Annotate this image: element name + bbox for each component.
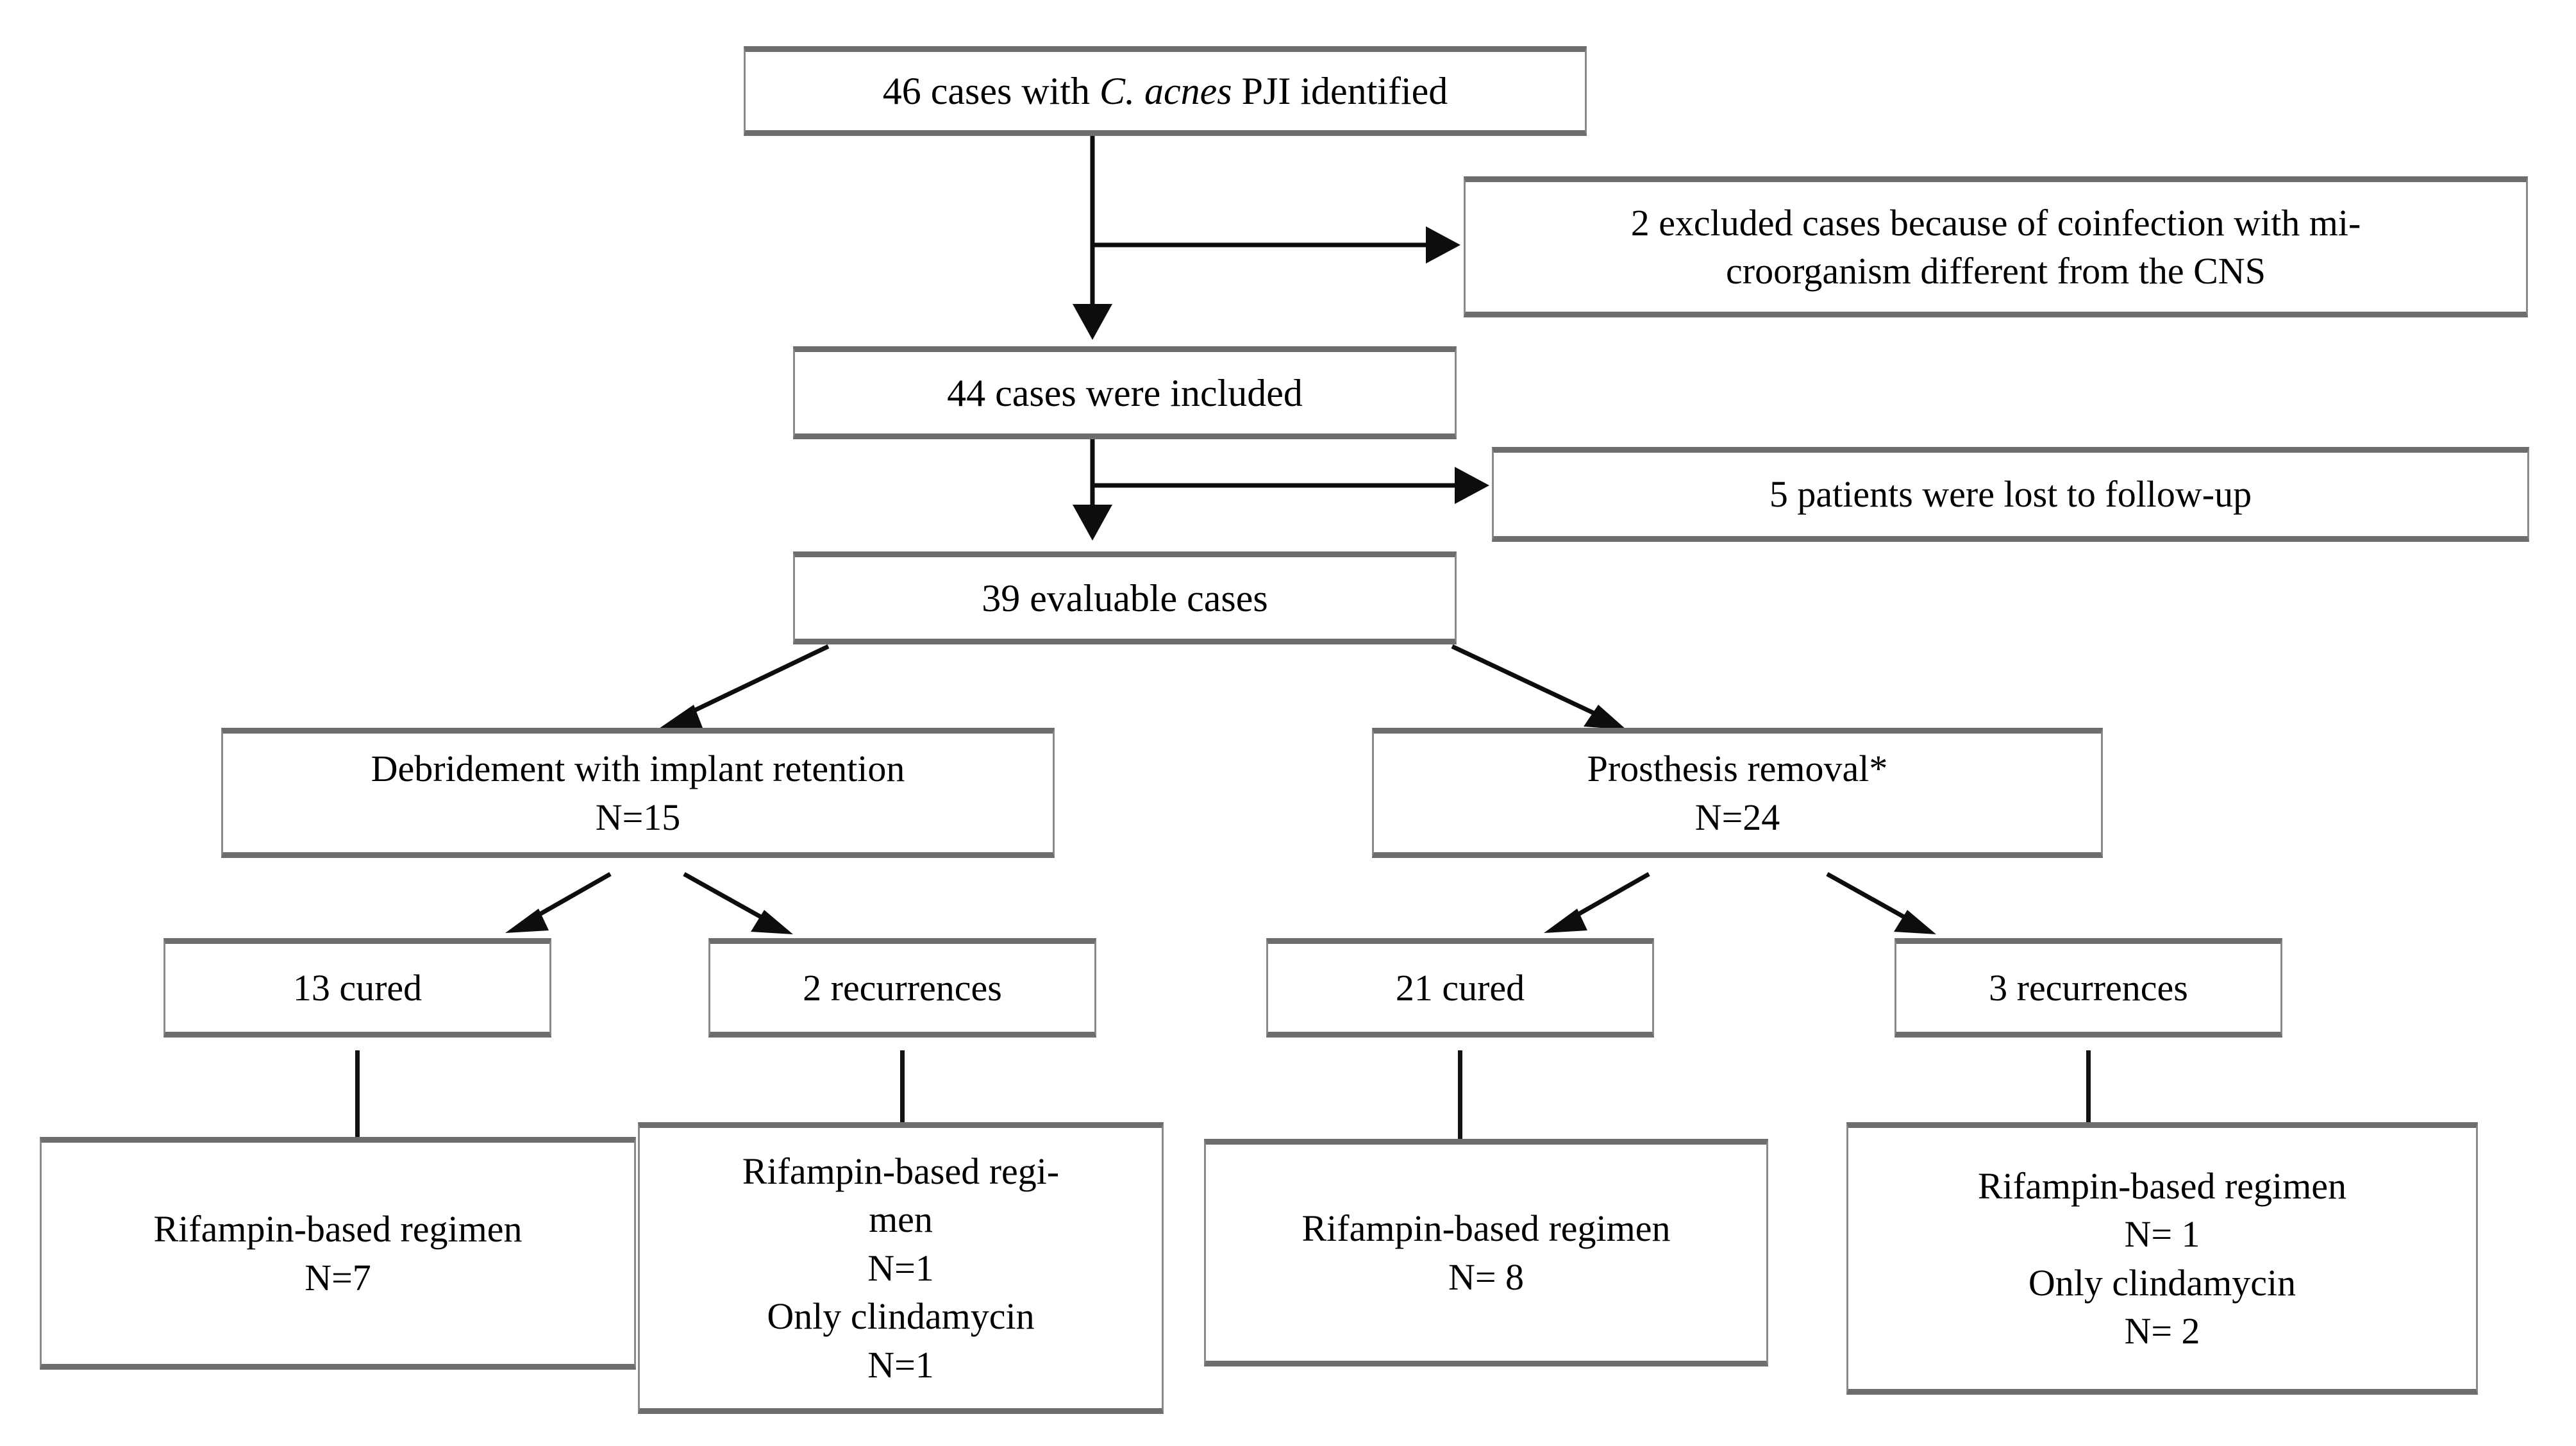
node-recurrences-left: 2 recurrences	[708, 938, 1096, 1038]
node-evaluable: 39 evaluable cases	[793, 551, 1457, 644]
node-prosthesis-removal: Prosthesis removal* N=24	[1372, 728, 2103, 858]
node-lost-followup-label: 5 patients were lost to follow-up	[1769, 473, 2252, 516]
node-included-label: 44 cases were included	[947, 371, 1303, 414]
node-regimen-recurrences-left-label: Rifampin-based regi- men N=1 Only clinda…	[742, 1150, 1060, 1386]
connector-recurrences-left-to-regimen	[900, 1050, 905, 1122]
node-recurrences-left-label: 2 recurrences	[803, 966, 1002, 1009]
node-prosthesis-removal-label: Prosthesis removal* N=24	[1587, 748, 1888, 838]
node-regimen-cured-left: Rifampin-based regimen N=7	[40, 1137, 636, 1370]
node-recurrences-right-label: 3 recurrences	[1989, 966, 2188, 1009]
node-excluded-label: 2 excluded cases because of coinfection …	[1630, 201, 2361, 292]
connector-included-split	[1073, 439, 1489, 541]
node-included: 44 cases were included	[793, 346, 1457, 439]
node-excluded: 2 excluded cases because of coinfection …	[1464, 176, 2528, 317]
connector-evaluable-to-prosthesis-removal	[1451, 644, 1627, 730]
connector-debridement-to-recurrences	[683, 871, 793, 934]
node-cured-right: 21 cured	[1266, 938, 1654, 1038]
connector-removal-to-cured	[1544, 871, 1650, 933]
node-recurrences-right: 3 recurrences	[1894, 938, 2282, 1038]
node-cured-right-label: 21 cured	[1395, 966, 1525, 1009]
node-evaluable-label: 39 evaluable cases	[982, 576, 1268, 619]
node-cured-left-label: 13 cured	[292, 966, 422, 1009]
connector-identified-split	[1073, 136, 1460, 340]
connector-cured-right-to-regimen	[1458, 1050, 1462, 1139]
node-regimen-cured-left-label: Rifampin-based regimen N=7	[153, 1208, 523, 1299]
node-lost-followup: 5 patients were lost to follow-up	[1492, 447, 2529, 542]
connector-recurrences-right-to-regimen	[2086, 1050, 2091, 1122]
node-identified: 46 cases with C. acnes PJI identified	[744, 46, 1587, 136]
connector-removal-to-recurrences	[1826, 871, 1936, 934]
node-regimen-cured-right: Rifampin-based regimen N= 8	[1204, 1139, 1768, 1366]
connector-debridement-to-cured	[505, 871, 612, 933]
node-cured-left: 13 cured	[163, 938, 551, 1038]
node-identified-label: 46 cases with C. acnes PJI identified	[882, 70, 1448, 112]
node-regimen-cured-right-label: Rifampin-based regimen N= 8	[1301, 1207, 1671, 1298]
species-name-italic: C. acnes	[1100, 70, 1232, 112]
node-debridement-label: Debridement with implant retention N=15	[371, 748, 905, 838]
node-regimen-recurrences-left: Rifampin-based regi- men N=1 Only clinda…	[638, 1122, 1164, 1414]
connector-evaluable-to-debridement	[659, 644, 830, 728]
connector-cured-left-to-regimen	[355, 1050, 360, 1137]
node-regimen-recurrences-right: Rifampin-based regimen N= 1 Only clindam…	[1846, 1122, 2478, 1395]
node-regimen-recurrences-right-label: Rifampin-based regimen N= 1 Only clindam…	[1978, 1164, 2346, 1352]
node-debridement: Debridement with implant retention N=15	[221, 728, 1055, 858]
